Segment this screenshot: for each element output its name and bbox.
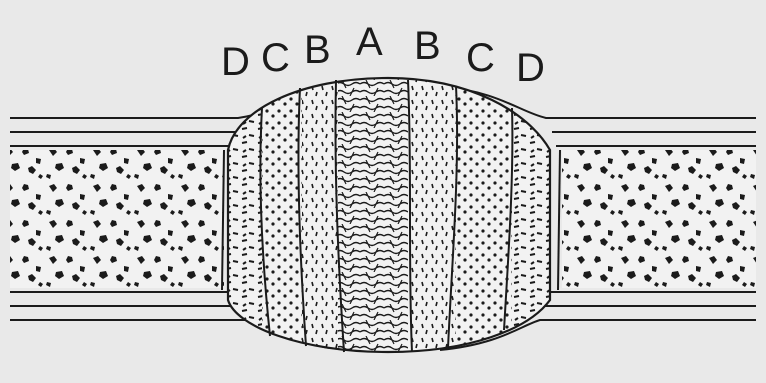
marrow-right (562, 150, 756, 288)
zone-b-left (302, 60, 338, 360)
zone-a (338, 60, 408, 360)
fragment-end-right (558, 150, 560, 290)
marrow-left (10, 150, 224, 288)
